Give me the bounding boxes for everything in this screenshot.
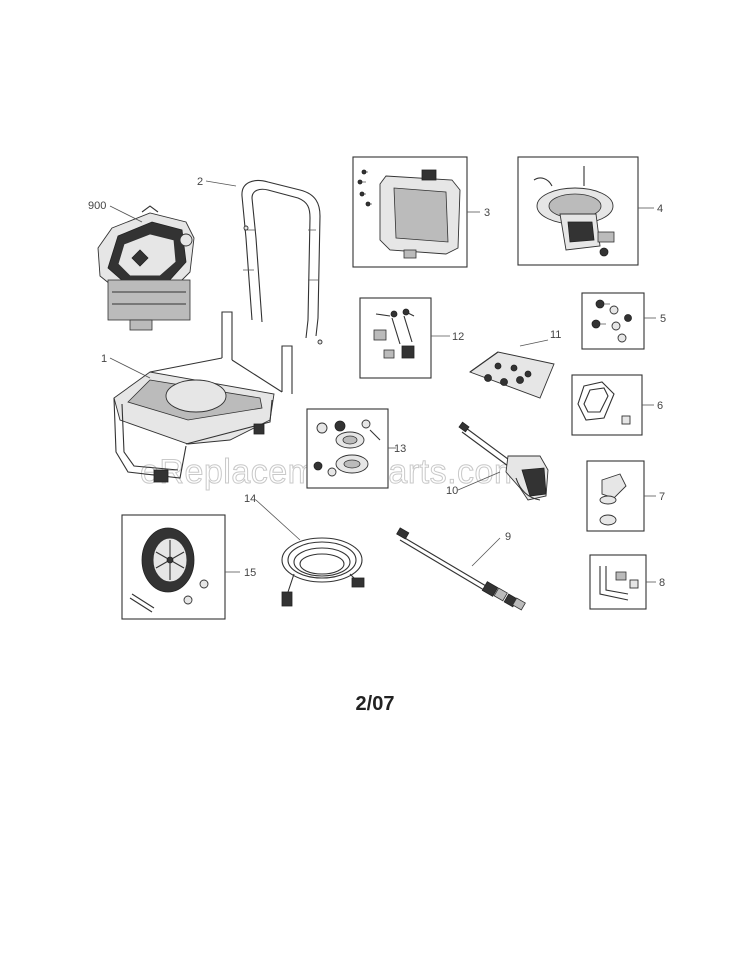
engine-illustration[interactable] xyxy=(97,205,195,331)
bracket-kit-box[interactable] xyxy=(571,374,643,436)
handle-illustration[interactable] xyxy=(241,179,323,345)
wheel-kit-box[interactable] xyxy=(121,514,226,620)
hose-hook-kit-number: 7 xyxy=(659,491,665,503)
hose-illustration[interactable] xyxy=(281,537,365,607)
hose-number: 14 xyxy=(244,493,256,505)
bracket-kit-number: 6 xyxy=(657,400,663,412)
engine-number: 900 xyxy=(88,200,106,212)
panel-kit-box[interactable] xyxy=(352,156,468,268)
hardware-kit-5-box[interactable] xyxy=(581,292,645,350)
spray-gun-number: 10 xyxy=(446,485,458,497)
bolt-kit-number: 12 xyxy=(452,331,464,343)
wheel-kit-number: 15 xyxy=(244,567,256,579)
frame-number: 1 xyxy=(101,353,107,365)
gun-holder-kit-number: 8 xyxy=(659,577,665,589)
wand-number: 9 xyxy=(505,531,511,543)
gun-holder-kit-box[interactable] xyxy=(589,554,647,610)
hardware-bag-illustration[interactable] xyxy=(469,351,555,399)
hardware-bag-number: 11 xyxy=(550,329,561,341)
bolt-kit-box[interactable] xyxy=(359,297,432,379)
panel-kit-number: 3 xyxy=(484,207,490,219)
pump-number: 4 xyxy=(657,203,663,215)
hose-hook-kit-box[interactable] xyxy=(586,460,645,532)
pump-box[interactable] xyxy=(517,156,639,266)
foot-kit-number: 13 xyxy=(394,443,406,455)
wand-illustration[interactable] xyxy=(396,527,526,611)
frame-illustration[interactable] xyxy=(113,311,293,483)
handle-number: 2 xyxy=(197,176,203,188)
foot-kit-box[interactable] xyxy=(306,408,389,489)
spray-gun-illustration[interactable] xyxy=(458,421,549,501)
page-code: 2/07 xyxy=(355,693,395,715)
hardware-kit-5-number: 5 xyxy=(660,313,666,325)
